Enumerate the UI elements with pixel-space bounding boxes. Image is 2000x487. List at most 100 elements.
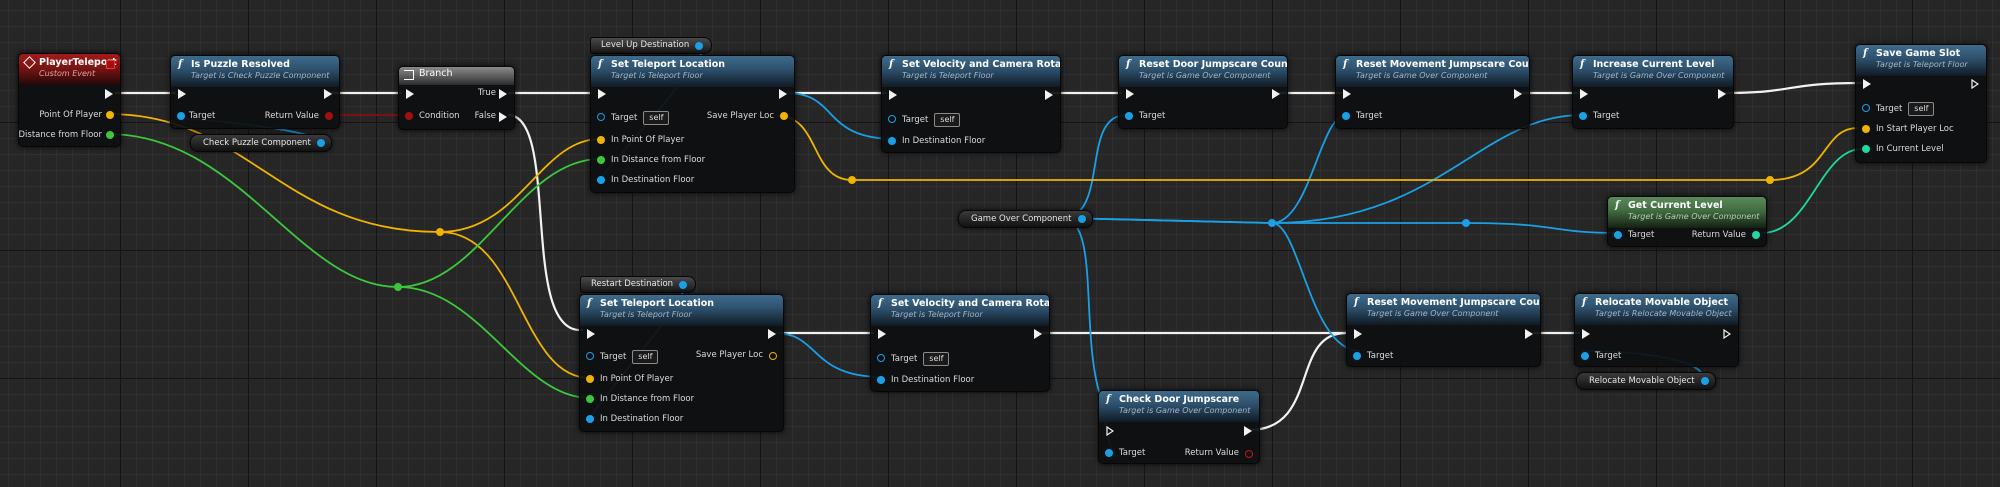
object-in-pin[interactable]	[1342, 112, 1350, 120]
object-in-pin[interactable]	[1125, 112, 1133, 120]
pin-label: In Destination Floor	[902, 136, 986, 146]
save-game-slot-node[interactable]: f Save Game Slot Target is Teleport Floo…	[1855, 44, 1987, 163]
exec-out-pin[interactable]	[105, 89, 113, 99]
object-in-pin[interactable]	[1579, 112, 1587, 120]
exec-in-pin[interactable]	[598, 89, 606, 99]
exec-in-pin[interactable]	[178, 89, 186, 99]
bool-in-pin[interactable]	[405, 112, 413, 120]
object-out-pin[interactable]	[695, 41, 704, 50]
reset-movement-jumpscare-node-2[interactable]: f Reset Movement Jumpscare Counter Targe…	[1346, 293, 1541, 367]
exec-true-pin[interactable]	[499, 89, 507, 99]
object-in-pin[interactable]	[1105, 449, 1113, 457]
check-door-jumpscare-node[interactable]: f Check Door Jumpscare Target is Game Ov…	[1098, 390, 1260, 464]
float-in-pin[interactable]	[597, 156, 605, 164]
set-teleport-location-node-2[interactable]: f Set Teleport Location Target is Telepo…	[579, 294, 784, 432]
vector-in-pin[interactable]	[1862, 125, 1870, 133]
exec-in-pin[interactable]	[1354, 329, 1362, 339]
game-over-component-variable[interactable]: Game Over Component	[958, 210, 1093, 228]
event-icon	[23, 56, 36, 69]
delegate-pin[interactable]	[106, 60, 115, 69]
exec-out-pin[interactable]	[1525, 329, 1533, 339]
exec-in-pin[interactable]	[1580, 89, 1588, 99]
relocate-movable-object-variable[interactable]: Relocate Movable Object	[1576, 372, 1716, 390]
reroute-knot	[1766, 176, 1774, 184]
object-out-pin[interactable]	[1077, 215, 1086, 223]
exec-in-pin[interactable]	[1343, 89, 1351, 99]
branch-node[interactable]: Branch True Condition False	[398, 66, 515, 130]
exec-in-pin[interactable]	[406, 89, 414, 99]
exec-out-pin[interactable]	[1244, 426, 1252, 436]
exec-out-pin[interactable]	[324, 89, 332, 99]
target-self-pin[interactable]	[877, 354, 885, 362]
reset-movement-jumpscare-node-1[interactable]: f Reset Movement Jumpscare Counter Targe…	[1335, 55, 1530, 129]
self-value-box[interactable]: self	[643, 111, 670, 125]
exec-in-pin[interactable]	[1106, 426, 1114, 436]
object-in-pin[interactable]	[877, 376, 885, 384]
is-puzzle-resolved-node[interactable]: f Is Puzzle Resolved Target is Check Puz…	[170, 55, 340, 129]
vector-out-pin[interactable]	[106, 111, 114, 119]
pin-label: In Destination Floor	[600, 414, 684, 424]
target-self-pin[interactable]	[1862, 104, 1870, 112]
exec-out-pin[interactable]	[1723, 329, 1731, 339]
exec-in-pin[interactable]	[1582, 329, 1590, 339]
float-wire	[397, 286, 591, 399]
exec-in-pin[interactable]	[1863, 79, 1871, 89]
restart-destination-variable[interactable]: Restart Destination	[580, 276, 697, 293]
exec-in-pin[interactable]	[1126, 89, 1134, 99]
reset-door-jumpscare-node[interactable]: f Reset Door Jumpscare Counter Target is…	[1118, 55, 1288, 129]
object-in-pin[interactable]	[1581, 352, 1589, 360]
increase-current-level-node[interactable]: f Increase Current Level Target is Game …	[1572, 55, 1734, 129]
exec-out-pin[interactable]	[1034, 329, 1042, 339]
level-up-destination-variable[interactable]: Level Up Destination	[590, 37, 713, 54]
exec-in-pin[interactable]	[878, 329, 886, 339]
exec-out-pin[interactable]	[779, 89, 787, 99]
pin-label: Save Player Loc	[706, 111, 774, 121]
self-value-box[interactable]: self	[923, 352, 950, 366]
target-self-pin[interactable]	[586, 352, 594, 360]
int-wire	[1761, 148, 1863, 234]
object-out-pin[interactable]	[316, 139, 325, 147]
exec-out-pin[interactable]	[1718, 89, 1726, 99]
self-value-box[interactable]: self	[1908, 102, 1935, 116]
exec-in-pin[interactable]	[889, 90, 897, 100]
exec-false-pin[interactable]	[499, 112, 507, 122]
get-current-level-node[interactable]: f Get Current Level Target is Game Over …	[1607, 196, 1767, 247]
float-in-pin[interactable]	[586, 395, 594, 403]
self-value-box[interactable]: self	[934, 113, 961, 127]
exec-out-pin[interactable]	[1514, 89, 1522, 99]
set-velocity-camera-node-2[interactable]: f Set Velocity and Camera Rotation Targe…	[870, 294, 1050, 392]
float-out-pin[interactable]	[106, 131, 114, 139]
set-teleport-location-node-1[interactable]: f Set Teleport Location Target is Telepo…	[590, 55, 795, 193]
set-velocity-camera-node-1[interactable]: f Set Velocity and Camera Rotation Targe…	[881, 55, 1061, 153]
int-in-pin[interactable]	[1862, 145, 1870, 153]
node-title: Check Door Jumpscare	[1119, 394, 1240, 405]
bool-out-pin[interactable]	[325, 112, 333, 120]
object-in-pin[interactable]	[586, 415, 594, 423]
object-out-pin[interactable]	[1700, 377, 1709, 385]
exec-out-pin[interactable]	[1272, 89, 1280, 99]
exec-in-pin[interactable]	[587, 329, 595, 339]
exec-out-pin[interactable]	[1045, 90, 1053, 100]
object-out-pin[interactable]	[679, 280, 688, 289]
vector-out-pin[interactable]	[780, 112, 788, 120]
object-in-pin[interactable]	[177, 112, 185, 120]
object-in-pin[interactable]	[888, 137, 896, 145]
self-value-box[interactable]: self	[632, 350, 659, 364]
relocate-movable-object-node[interactable]: f Relocate Movable Object Target is Relo…	[1574, 293, 1739, 367]
object-in-pin[interactable]	[597, 176, 605, 184]
vector-out-pin[interactable]	[769, 352, 777, 360]
vector-in-pin[interactable]	[586, 375, 594, 383]
target-self-pin[interactable]	[888, 115, 896, 123]
vector-in-pin[interactable]	[597, 136, 605, 144]
bool-out-pin[interactable]	[1245, 450, 1253, 458]
exec-out-pin[interactable]	[768, 329, 776, 339]
exec-out-pin[interactable]	[1971, 79, 1979, 89]
check-puzzle-component-variable[interactable]: Check Puzzle Component	[190, 134, 332, 152]
target-self-pin[interactable]	[597, 113, 605, 121]
int-out-pin[interactable]	[1752, 231, 1760, 239]
object-in-pin[interactable]	[1353, 352, 1361, 360]
player-teleport-event-node[interactable]: PlayerTeleport Custom Event Point Of Pla…	[18, 53, 121, 147]
object-in-pin[interactable]	[1614, 231, 1622, 239]
